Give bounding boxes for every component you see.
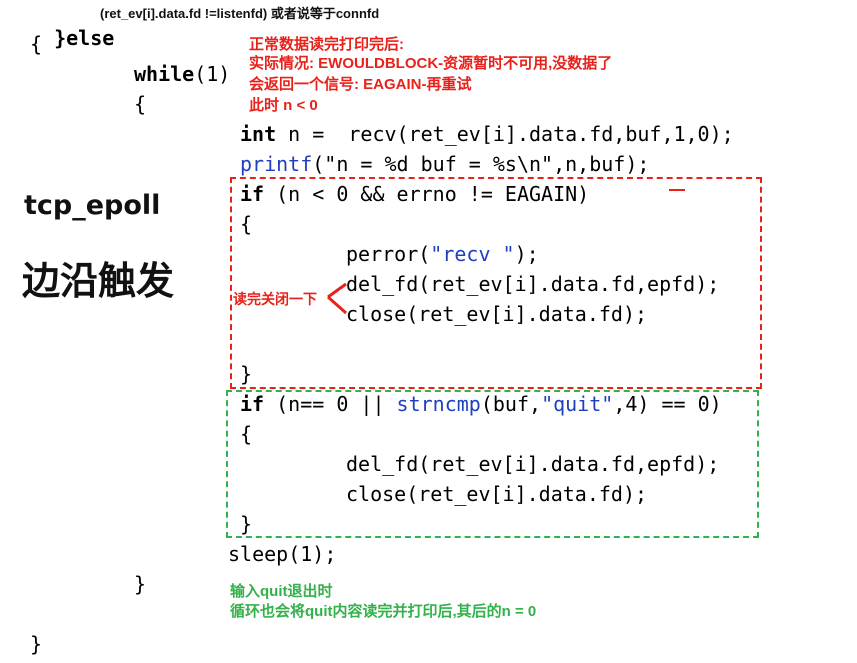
while-line: while(1)	[134, 62, 230, 86]
del-fd-line-1: del_fd(ret_ev[i].data.fd,epfd);	[346, 272, 720, 296]
if-errno-condition: (n < 0 && errno != EAGAIN)	[264, 182, 590, 206]
if-errno-line: if (n < 0 && errno != EAGAIN)	[240, 182, 589, 206]
if-errno-open-brace: {	[240, 212, 253, 236]
while-condition: (1)	[194, 62, 231, 86]
while-close-brace: }	[134, 572, 147, 596]
printf-function: printf	[240, 152, 313, 176]
close-note: 读完关闭一下	[233, 291, 317, 307]
strncmp-args-start: (buf,	[480, 392, 542, 416]
recv-call: n = recv(ret_ev[i].data.fd,buf,1,0);	[276, 122, 734, 146]
red-note-line-4: 此时 n < 0	[249, 97, 318, 114]
red-note-line-2: 实际情况: EWOULDBLOCK-资源暂时不可用,没数据了	[249, 55, 613, 72]
int-keyword: int	[240, 122, 277, 146]
green-note-line-1: 输入quit退出时	[230, 583, 333, 600]
red-note-line-1: 正常数据读完打印完后:	[249, 36, 404, 53]
else-keyword: }else	[54, 26, 115, 50]
side-title: tcp_epoll	[24, 190, 161, 221]
del-fd-line-2: del_fd(ret_ev[i].data.fd,epfd);	[346, 452, 720, 476]
red-dash-mark	[669, 189, 685, 191]
if-quit-open-brace: {	[240, 422, 253, 446]
if-quit-line: if (n== 0 || strncmp(buf,"quit",4) == 0)	[240, 392, 722, 416]
else-line: }else	[30, 2, 114, 50]
perror-end: );	[514, 242, 539, 266]
if-quit-close-brace: }	[240, 512, 253, 536]
sleep-line: sleep(1);	[228, 542, 337, 566]
outer-open-brace: {	[30, 32, 43, 56]
strncmp-args-end: ,4) == 0)	[613, 392, 722, 416]
if-quit-condition-start: (n== 0 ||	[264, 392, 397, 416]
green-dashed-box	[226, 390, 759, 538]
strncmp-function: strncmp	[396, 392, 481, 416]
red-dashed-box	[230, 177, 762, 389]
red-note-line-3: 会返回一个信号: EAGAIN-再重试	[249, 76, 472, 93]
green-note-line-2: 循环也会将quit内容读完并打印后,其后的n = 0	[230, 603, 537, 620]
outer-close-brace: }	[30, 632, 43, 656]
close-line-2: close(ret_ev[i].data.fd);	[346, 482, 648, 506]
while-keyword: while	[134, 62, 195, 86]
header-note: (ret_ev[i].data.fd !=listenfd) 或者说等于conn…	[100, 6, 380, 21]
printf-line: printf("n = %d buf = %s\n",n,buf);	[240, 152, 649, 176]
if-keyword-2: if	[240, 392, 265, 416]
perror-string: "recv "	[430, 242, 515, 266]
recv-line: int n = recv(ret_ev[i].data.fd,buf,1,0);	[240, 122, 734, 146]
close-line-1: close(ret_ev[i].data.fd);	[346, 302, 648, 326]
if-keyword-1: if	[240, 182, 265, 206]
side-subtitle: 边沿触发	[22, 259, 175, 303]
if-errno-close-brace: }	[240, 362, 253, 386]
perror-call: perror(	[346, 242, 431, 266]
while-open-brace: {	[134, 92, 147, 116]
quit-string: "quit"	[541, 392, 614, 416]
perror-line: perror("recv ");	[346, 242, 539, 266]
printf-args: ("n = %d buf = %s\n",n,buf);	[312, 152, 650, 176]
